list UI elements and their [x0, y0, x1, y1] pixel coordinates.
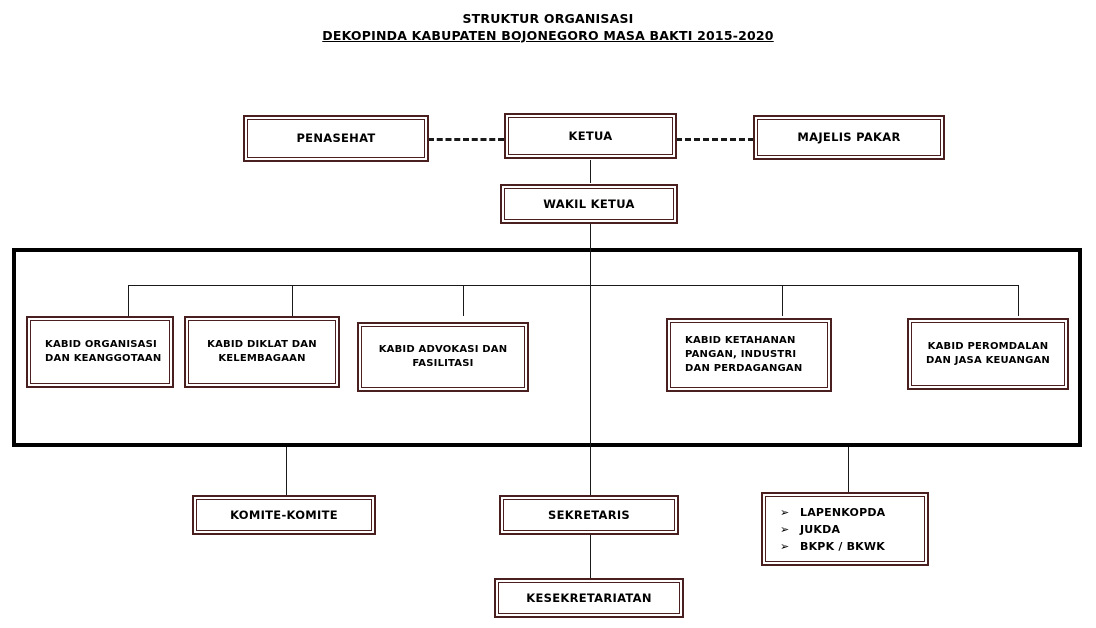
- list-item[interactable]: ➢ BKPK / BKWK: [780, 538, 885, 555]
- connector-sekretaris-kesekretariatan: [590, 535, 591, 578]
- title-line-1: STRUKTUR ORGANISASI: [462, 11, 634, 26]
- node-wakil-ketua[interactable]: WAKIL KETUA: [500, 184, 678, 224]
- connector-frame-to-unitlist: [848, 447, 849, 495]
- connector-center-through-frame: [590, 285, 591, 447]
- node-sekretaris[interactable]: SEKRETARIS: [499, 495, 679, 535]
- node-kesekretariatan[interactable]: KESEKRETARIATAN: [494, 578, 684, 618]
- connector-bus-horizontal: [128, 285, 1019, 286]
- chart-title: STRUKTUR ORGANISASI DEKOPINDA KABUPATEN …: [0, 10, 1096, 44]
- connector-ketua-wakil: [590, 160, 591, 183]
- connector-drop-kabid-peromdalan: [1018, 285, 1019, 316]
- node-penasehat-label: PENASEHAT: [296, 131, 376, 145]
- connector-frame-to-komite: [286, 447, 287, 495]
- connector-drop-kabid-ketahanan: [782, 285, 783, 316]
- connector-wakil-to-bus: [590, 221, 591, 286]
- node-majelis-pakar[interactable]: MAJELIS PAKAR: [753, 115, 945, 160]
- node-kabid-advokasi-label: KABID ADVOKASI DAN FASILITASI: [378, 344, 508, 369]
- connector-penasehat-ketua: [428, 138, 504, 141]
- node-komite-komite-label: KOMITE-KOMITE: [230, 507, 338, 522]
- node-kabid-diklat[interactable]: KABID DIKLAT DAN KELEMBAGAAN: [184, 316, 340, 388]
- node-penasehat[interactable]: PENASEHAT: [243, 115, 429, 162]
- node-kabid-organisasi-label: KABID ORGANISASI DAN KEANGGOTAAN: [45, 339, 162, 364]
- node-kabid-diklat-label: KABID DIKLAT DAN KELEMBAGAAN: [207, 339, 317, 364]
- node-kabid-ketahanan-label: KABID KETAHANAN PANGAN, INDUSTRI DAN PER…: [685, 335, 803, 374]
- arrow-bullet-icon: ➢: [780, 539, 790, 553]
- list-item-label: BKPK / BKWK: [800, 539, 885, 553]
- connector-frame-to-sekretaris: [590, 447, 591, 495]
- node-kabid-organisasi[interactable]: KABID ORGANISASI DAN KEANGGOTAAN: [26, 316, 174, 388]
- arrow-bullet-icon: ➢: [780, 505, 790, 519]
- unit-list: ➢ LAPENKOPDA ➢ JUKDA ➢ BKPK / BKWK: [766, 504, 885, 555]
- node-wakil-ketua-label: WAKIL KETUA: [543, 196, 635, 211]
- connector-drop-kabid-organisasi: [128, 285, 129, 316]
- node-majelis-pakar-label: MAJELIS PAKAR: [797, 130, 901, 144]
- node-unit-list[interactable]: ➢ LAPENKOPDA ➢ JUKDA ➢ BKPK / BKWK: [761, 492, 929, 566]
- node-komite-komite[interactable]: KOMITE-KOMITE: [192, 495, 376, 535]
- title-line-2: DEKOPINDA KABUPATEN BOJONEGORO MASA BAKT…: [322, 28, 774, 43]
- node-kabid-peromdalan-label: KABID PEROMDALAN DAN JASA KEUANGAN: [926, 341, 1050, 366]
- list-item-label: JUKDA: [800, 522, 841, 536]
- list-item[interactable]: ➢ LAPENKOPDA: [780, 504, 885, 521]
- node-sekretaris-label: SEKRETARIS: [547, 507, 631, 522]
- node-kabid-ketahanan[interactable]: KABID KETAHANAN PANGAN, INDUSTRI DAN PER…: [666, 318, 832, 392]
- list-item-label: LAPENKOPDA: [800, 505, 886, 519]
- node-kesekretariatan-label: KESEKRETARIATAN: [526, 590, 652, 605]
- connector-drop-kabid-diklat: [292, 285, 293, 316]
- node-kabid-advokasi[interactable]: KABID ADVOKASI DAN FASILITASI: [357, 322, 529, 392]
- connector-drop-kabid-advokasi: [463, 285, 464, 316]
- connector-ketua-majelis: [676, 138, 754, 141]
- node-kabid-peromdalan[interactable]: KABID PEROMDALAN DAN JASA KEUANGAN: [907, 318, 1069, 390]
- node-ketua[interactable]: KETUA: [504, 113, 677, 159]
- arrow-bullet-icon: ➢: [780, 522, 790, 536]
- list-item[interactable]: ➢ JUKDA: [780, 521, 885, 538]
- node-ketua-label: KETUA: [568, 128, 613, 143]
